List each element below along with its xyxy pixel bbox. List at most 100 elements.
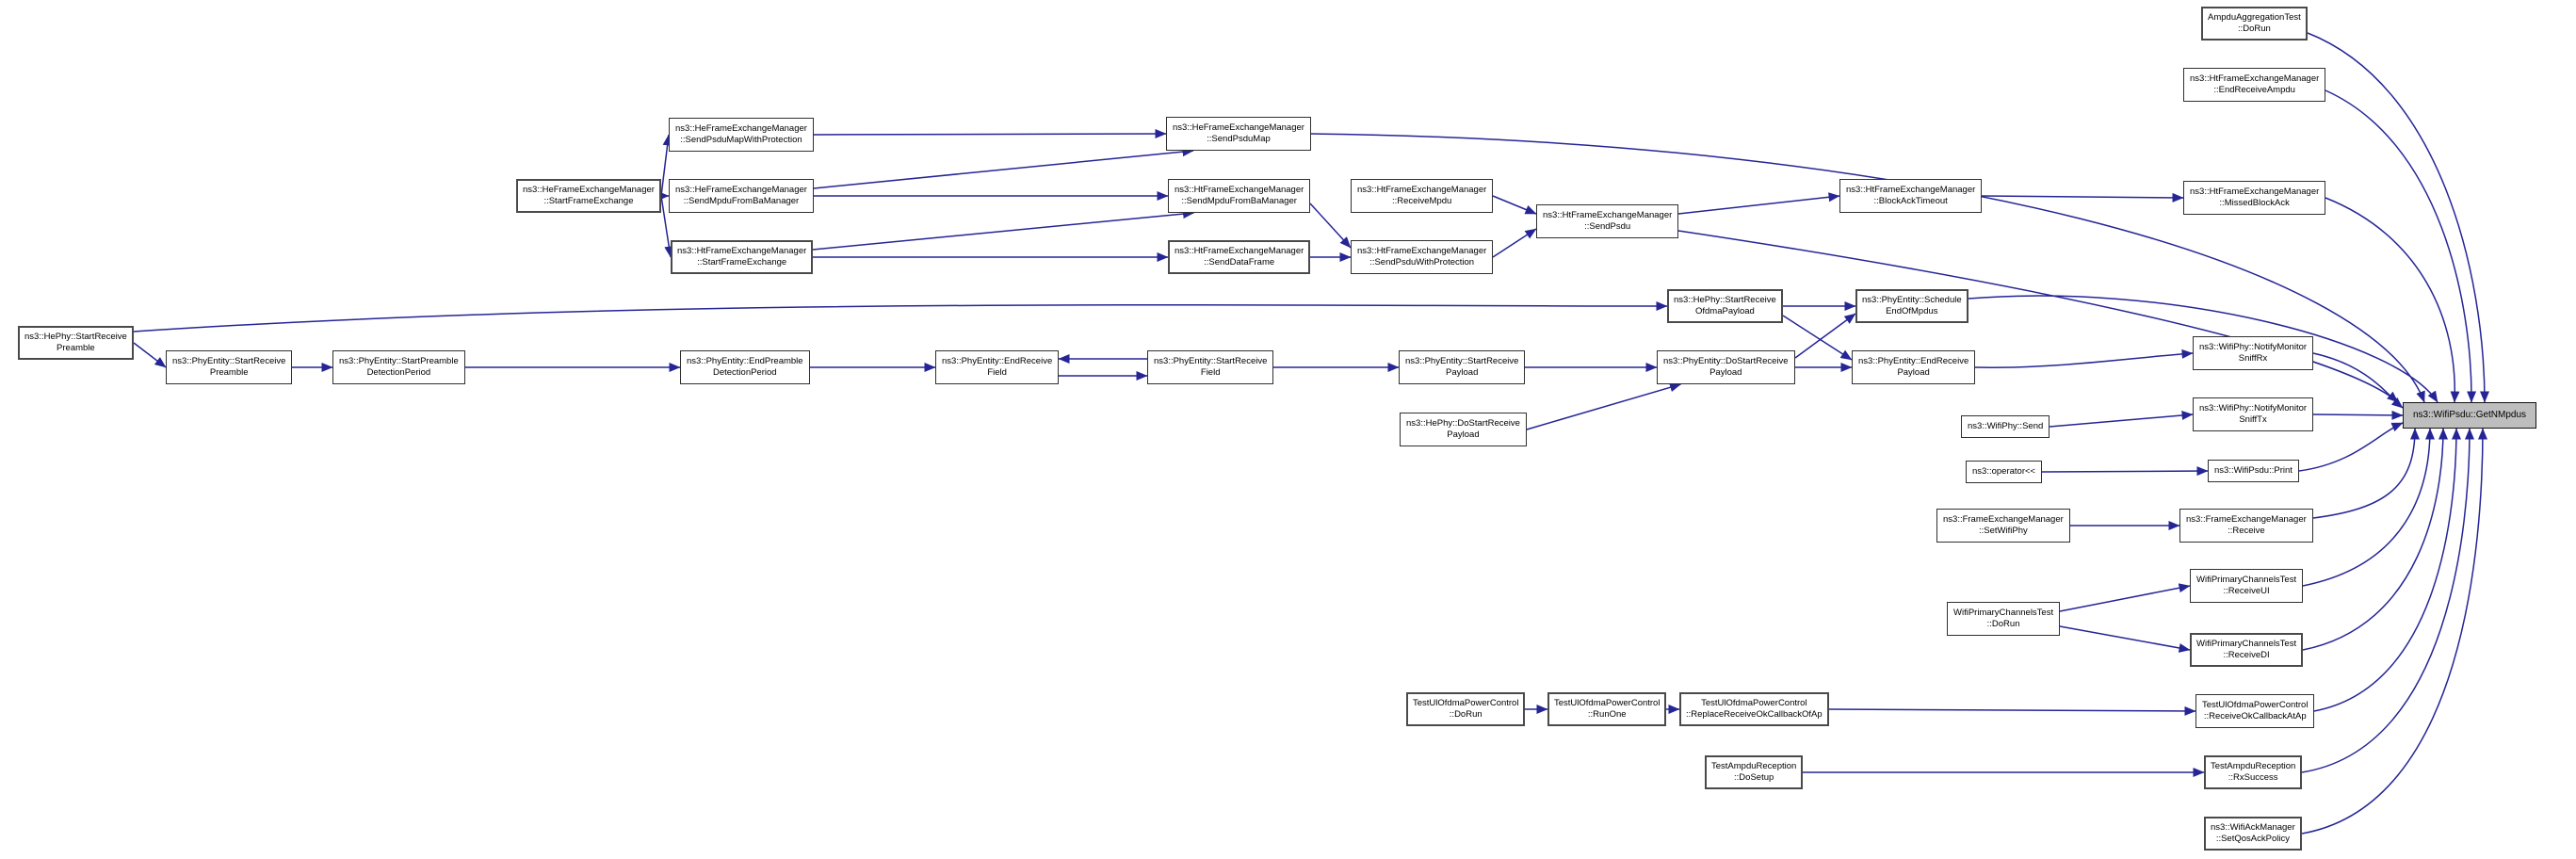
graph-node-label-line: ::EndReceiveAmpdu bbox=[2213, 85, 2295, 95]
graph-node-ht-bat[interactable]: ns3::HtFrameExchangeManager::BlockAckTim… bbox=[1839, 179, 1983, 213]
graph-node-wpct-dorun[interactable]: WifiPrimaryChannelsTest::DoRun bbox=[1947, 602, 2061, 636]
graph-node-label-line: WifiPrimaryChannelsTest bbox=[1953, 608, 2054, 618]
graph-node-label-line: ns3::operator<< bbox=[1972, 466, 2036, 477]
graph-node-label-line: ::SendPsdu bbox=[1584, 221, 1631, 232]
graph-node-label-line: ns3::WifiPhy::Send bbox=[1968, 421, 2044, 431]
graph-node-label-line: Payload bbox=[1897, 367, 1930, 378]
graph-node-label-line: ns3::HePhy::StartReceive bbox=[1674, 295, 1776, 305]
graph-node-label-line: ns3::HtFrameExchangeManager bbox=[1846, 185, 1976, 195]
edge-fem-receive-to-target bbox=[2312, 428, 2420, 519]
graph-node-label-line: EndOfMpdus bbox=[1886, 306, 1938, 316]
graph-node-label-line: ::StartFrameExchange bbox=[697, 257, 787, 267]
edge-ht-sfe-to-ht-smfbm bbox=[812, 209, 1194, 251]
graph-node-label-line: ns3::WifiPhy::NotifyMonitor bbox=[2199, 403, 2308, 413]
edge-wifiphy-send-to-snifftx bbox=[2049, 410, 2194, 428]
graph-node-label-line: ns3::WifiPhy::NotifyMonitor bbox=[2199, 342, 2308, 352]
graph-node-wifiphy-send[interactable]: ns3::WifiPhy::Send bbox=[1961, 415, 2050, 438]
graph-node-label-line: TestUlOfdmaPowerControl bbox=[1701, 698, 1807, 708]
graph-node-tar-rxs[interactable]: TestAmpduReception::RxSuccess bbox=[2204, 755, 2303, 789]
graph-node-label-line: ::SendPsduMap bbox=[1207, 134, 1271, 144]
graph-node-ht-sfe[interactable]: ns3::HtFrameExchangeManager::StartFrameE… bbox=[671, 240, 814, 274]
edge-pe-dsrpl-to-pe-semo bbox=[1794, 313, 1856, 359]
graph-node-tuopc-dorun[interactable]: TestUlOfdmaPowerControl::DoRun bbox=[1406, 692, 1526, 726]
edge-ampdu-dorun-to-target bbox=[2307, 32, 2489, 403]
graph-node-operator[interactable]: ns3::operator<< bbox=[1966, 461, 2043, 483]
edge-wpct-rui-to-target bbox=[2302, 428, 2435, 587]
edge-operator-to-print bbox=[2041, 466, 2209, 477]
edge-wpct-dorun-to-wpct-rui bbox=[2059, 583, 2191, 612]
graph-node-label-line: ns3::HtFrameExchangeManager bbox=[1543, 210, 1673, 220]
graph-node-ht-rm[interactable]: ns3::HtFrameExchangeManager::ReceiveMpdu bbox=[1351, 179, 1494, 213]
graph-node-tuopc-replace[interactable]: TestUlOfdmaPowerControl::ReplaceReceiveO… bbox=[1679, 692, 1829, 726]
graph-node-ht-smfbm[interactable]: ns3::HtFrameExchangeManager::SendMpduFro… bbox=[1168, 179, 1311, 213]
graph-node-label-line: ::DoSetup bbox=[1734, 772, 1774, 783]
edge-he-smfbm-to-he-spm bbox=[813, 147, 1194, 189]
graph-node-tar-dosetup[interactable]: TestAmpduReception::DoSetup bbox=[1705, 755, 1804, 789]
graph-node-label-line: AmpduAggregationTest bbox=[2208, 12, 2301, 23]
edge-ht-smfbm-to-ht-spwp bbox=[1309, 203, 1352, 249]
edge-ht-rm-to-ht-sp bbox=[1492, 195, 1537, 215]
graph-node-target: ns3::WifiPsdu::GetNMpdus bbox=[2403, 402, 2537, 429]
graph-node-ht-era[interactable]: ns3::HtFrameExchangeManager::EndReceiveA… bbox=[2183, 68, 2326, 102]
graph-node-label-line: TestAmpduReception bbox=[1711, 761, 1797, 771]
graph-node-label-line: ns3::PhyEntity::EndPreamble bbox=[687, 356, 803, 366]
graph-node-he-spm[interactable]: ns3::HeFrameExchangeManager::SendPsduMap bbox=[1166, 117, 1311, 151]
graph-node-label-line: ns3::PhyEntity::EndReceive bbox=[1858, 356, 1969, 366]
graph-node-wam-setqos[interactable]: ns3::WifiAckManager::SetQosAckPolicy bbox=[2204, 817, 2302, 851]
graph-node-label-line: ns3::HePhy::StartReceive bbox=[24, 332, 127, 342]
graph-node-label-line: ::ReceiveDI bbox=[2223, 650, 2270, 660]
graph-node-ht-sdf[interactable]: ns3::HtFrameExchangeManager::SendDataFra… bbox=[1168, 240, 1311, 274]
graph-node-label-line: OfdmaPayload bbox=[1694, 306, 1755, 316]
graph-node-label-line: SniffTx bbox=[2239, 414, 2267, 425]
graph-node-fem-receive[interactable]: ns3::FrameExchangeManager::Receive bbox=[2179, 509, 2313, 543]
graph-node-wpct-rui[interactable]: WifiPrimaryChannelsTest::ReceiveUI bbox=[2190, 569, 2304, 603]
graph-node-label-line: ns3::HtFrameExchangeManager bbox=[2190, 73, 2320, 84]
graph-node-label-line: ns3::HtFrameExchangeManager bbox=[1357, 185, 1487, 195]
graph-node-he-sfe[interactable]: ns3::HeFrameExchangeManager::StartFrameE… bbox=[516, 179, 661, 213]
graph-node-label-line: ::SetWifiPhy bbox=[1979, 526, 2028, 536]
graph-node-label-line: ::SendDataFrame bbox=[1204, 257, 1275, 267]
graph-node-ampdu-dorun[interactable]: AmpduAggregationTest::DoRun bbox=[2201, 7, 2308, 41]
edge-snifftx-to-target bbox=[2312, 410, 2404, 420]
graph-node-tuopc-runone[interactable]: TestUlOfdmaPowerControl::RunOne bbox=[1547, 692, 1667, 726]
edge-pe-erpl-to-sniffrx bbox=[1974, 348, 2194, 368]
graph-node-label-line: ns3::HeFrameExchangeManager bbox=[523, 185, 655, 195]
graph-node-label-line: ::DoRun bbox=[1449, 709, 1482, 720]
graph-node-ht-sp[interactable]: ns3::HtFrameExchangeManager::SendPsdu bbox=[1536, 204, 1679, 238]
graph-node-tuopc-rok[interactable]: TestUlOfdmaPowerControl::ReceiveOkCallba… bbox=[2195, 694, 2315, 728]
graph-node-setwifiphy[interactable]: ns3::FrameExchangeManager::SetWifiPhy bbox=[1936, 509, 2070, 543]
graph-node-label-line: ::RxSuccess bbox=[2228, 772, 2278, 783]
graph-node-wpct-rdi[interactable]: WifiPrimaryChannelsTest::ReceiveDI bbox=[2190, 633, 2304, 667]
graph-node-label-line: ::ReceiveOkCallbackAtAp bbox=[2203, 711, 2307, 721]
graph-node-label-line: Payload bbox=[1447, 430, 1480, 440]
graph-node-label-line: ns3::PhyEntity::Schedule bbox=[1862, 295, 1962, 305]
graph-node-ht-mba[interactable]: ns3::HtFrameExchangeManager::MissedBlock… bbox=[2183, 181, 2326, 215]
edge-he-sfe-to-he-spmwp bbox=[660, 134, 672, 197]
graph-node-he-smfbm[interactable]: ns3::HeFrameExchangeManager::SendMpduFro… bbox=[669, 179, 814, 213]
graph-node-label-line: ns3::WifiPsdu::Print bbox=[2214, 465, 2292, 476]
edge-ht-mba-to-target bbox=[2325, 197, 2460, 403]
graph-node-label-line: TestAmpduReception bbox=[2211, 761, 2296, 771]
edge-ht-bat-to-ht-mba bbox=[1981, 192, 2184, 203]
graph-node-label-line: ::SendMpduFromBaManager bbox=[683, 196, 800, 206]
graph-node-ht-spwp[interactable]: ns3::HtFrameExchangeManager::SendPsduWit… bbox=[1351, 240, 1494, 274]
graph-node-he-spmwp[interactable]: ns3::HeFrameExchangeManager::SendPsduMap… bbox=[669, 118, 814, 152]
graph-node-label-line: ::RunOne bbox=[1587, 709, 1627, 720]
graph-node-print[interactable]: ns3::WifiPsdu::Print bbox=[2208, 460, 2299, 482]
edge-tuopc-replace-to-tuopc-rok bbox=[1828, 705, 2196, 716]
graph-node-label-line: DetectionPeriod bbox=[712, 367, 777, 378]
